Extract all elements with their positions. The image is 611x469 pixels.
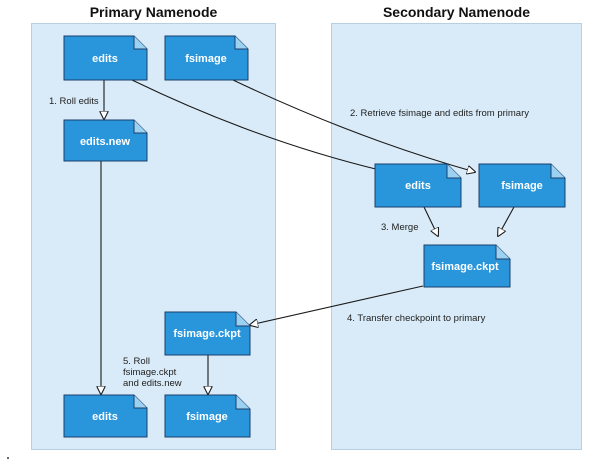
secondary-fsimage-ckpt-label: fsimage.ckpt: [431, 261, 499, 273]
arrow-merge-edits: [423, 206, 438, 236]
primary-edits-file: edits: [63, 35, 148, 81]
arrow-retrieve-edits: [131, 79, 388, 172]
arrow-merge-fsimage: [498, 206, 515, 236]
arrow-retrieve-fsimage: [232, 79, 475, 172]
primary-fsimage-label: fsimage: [185, 53, 227, 65]
step-roll-ckpt-line-1: 5. Roll: [123, 356, 150, 367]
secondary-namenode-title: Secondary Namenode: [382, 4, 531, 20]
step-roll-edits: 1. Roll edits: [49, 96, 99, 107]
secondary-edits-file: edits: [374, 163, 462, 208]
secondary-edits-label: edits: [405, 180, 431, 192]
secondary-namenode-panel: [331, 23, 582, 450]
primary-edits-bottom-file: edits: [63, 394, 148, 438]
step-merge: 3. Merge: [381, 222, 419, 233]
primary-fsimage-ckpt-label: fsimage.ckpt: [173, 328, 241, 340]
primary-edits-new-file: edits.new: [63, 119, 148, 162]
secondary-fsimage-file: fsimage: [478, 163, 566, 208]
primary-fsimage-bottom-label: fsimage: [186, 411, 228, 423]
step-transfer: 4. Transfer checkpoint to primary: [347, 313, 486, 324]
step-roll-ckpt-line-2: fsimage.ckpt: [123, 367, 177, 378]
primary-fsimage-bottom-file: fsimage: [164, 394, 251, 438]
arrow-transfer-checkpoint: [250, 285, 424, 325]
primary-edits-label: edits: [92, 53, 118, 65]
primary-fsimage-file: fsimage: [164, 35, 249, 81]
step-roll-ckpt-line-3: and edits.new: [123, 378, 182, 389]
primary-fsimage-ckpt-file: fsimage.ckpt: [164, 311, 251, 356]
primary-namenode-panel: [31, 23, 276, 450]
step-retrieve: 2. Retrieve fsimage and edits from prima…: [350, 108, 529, 119]
secondary-fsimage-ckpt-file: fsimage.ckpt: [423, 244, 511, 288]
primary-edits-new-label: edits.new: [80, 136, 131, 148]
primary-namenode-title: Primary Namenode: [89, 4, 218, 20]
stray-mark: [7, 457, 9, 459]
secondary-fsimage-label: fsimage: [501, 180, 543, 192]
primary-edits-bottom-label: edits: [92, 411, 118, 423]
